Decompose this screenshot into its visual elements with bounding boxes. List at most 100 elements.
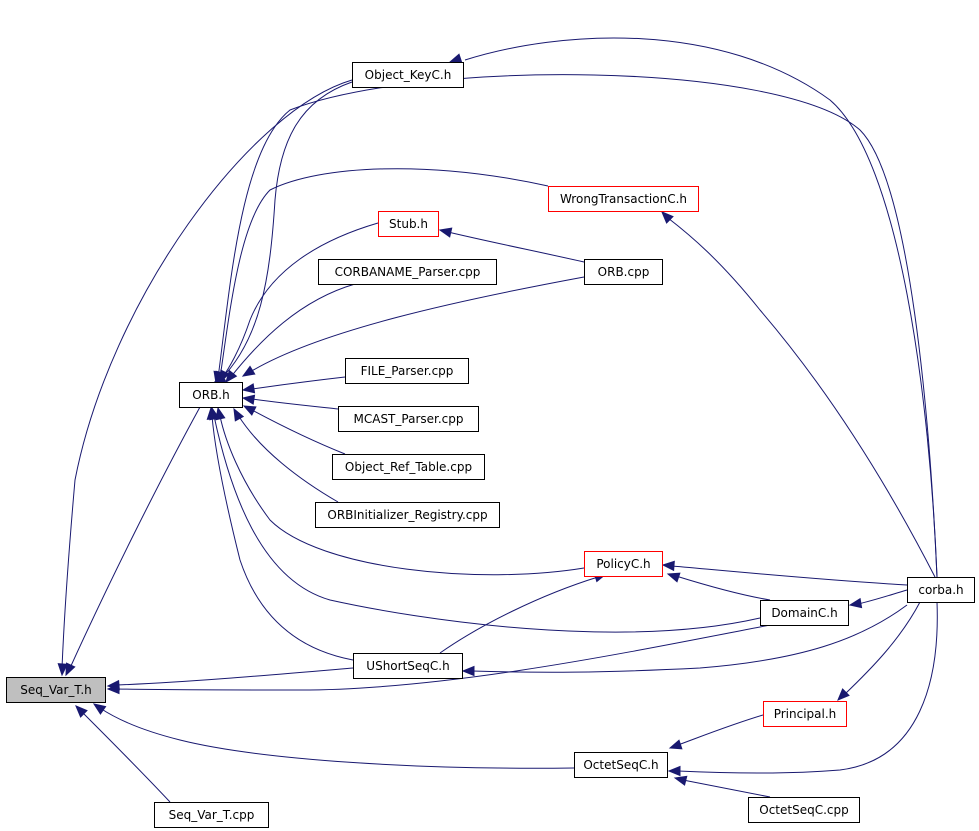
arrowhead <box>461 665 475 677</box>
edge-line <box>211 415 354 661</box>
arrowhead <box>667 765 681 777</box>
node-box <box>352 62 464 88</box>
node-seq-var-t-cpp[interactable]: Seq_Var_T.cpp <box>154 802 269 828</box>
edge-corba_h-to-principal_h <box>837 601 921 701</box>
node-box <box>760 600 849 626</box>
edge-ushortseqc_h-to-seq_var_t_h <box>106 667 354 691</box>
edge-seq_var_t_cpp-to-seq_var_t_h <box>75 705 171 803</box>
arrowhead <box>75 705 88 718</box>
node-box <box>332 454 485 480</box>
edge-line <box>249 276 585 373</box>
node-label: FILE_Parser.cpp <box>361 364 454 378</box>
arrowhead <box>668 739 683 750</box>
edge-line <box>675 575 771 601</box>
node-box <box>378 211 439 237</box>
arrowhead <box>241 394 256 405</box>
node-seq-var-t-h[interactable]: Seq_Var_T.h <box>6 677 106 703</box>
edge-stub_h-to-orb_h <box>219 222 379 384</box>
node-corbaname-parser-cpp[interactable]: CORBANAME_Parser.cpp <box>318 259 497 285</box>
edge-line <box>81 711 171 803</box>
node-file-parser-cpp[interactable]: FILE_Parser.cpp <box>345 358 469 384</box>
edges-layer <box>57 37 938 803</box>
arrowhead <box>673 775 688 786</box>
node-orb-h[interactable]: ORB.h <box>179 382 243 408</box>
node-label: Seq_Var_T.h <box>20 683 92 697</box>
arrowhead <box>241 383 256 394</box>
node-corba-h[interactable]: corba.h <box>907 577 975 603</box>
node-box <box>353 653 463 679</box>
edge-corba_h-to-ushortseqc_h <box>461 604 908 677</box>
node-box <box>315 502 500 528</box>
edge-line <box>251 409 346 455</box>
arrowhead <box>106 683 120 695</box>
edge-corba_h-to-policyc_h <box>661 560 908 586</box>
edge-line <box>667 217 936 578</box>
edge-line <box>219 415 585 576</box>
node-orb-cpp[interactable]: ORB.cpp <box>584 259 663 285</box>
arrowhead <box>225 369 238 384</box>
node-principal-h[interactable]: Principal.h <box>763 701 847 727</box>
edge-line <box>99 707 575 769</box>
node-label: OctetSeqC.cpp <box>759 803 848 817</box>
arrowhead <box>661 560 675 572</box>
edge-file_parser_cpp-to-orb_h <box>241 376 346 394</box>
node-box <box>748 797 860 823</box>
node-label: corba.h <box>918 583 963 597</box>
node-label: PolicyC.h <box>596 557 650 571</box>
node-box <box>763 701 847 727</box>
node-box <box>584 259 663 285</box>
node-octetseqc-h[interactable]: OctetSeqC.h <box>574 752 668 778</box>
node-ushortseqc-h[interactable]: UShortSeqC.h <box>353 653 463 679</box>
edge-line <box>677 714 764 746</box>
edge-corba_h-to-object_keyc_h <box>448 37 938 578</box>
node-label: Object_Ref_Table.cpp <box>345 460 472 474</box>
edge-line <box>464 37 938 578</box>
edge-line <box>844 601 921 695</box>
edge-orb_cpp-to-orb_h <box>241 276 585 377</box>
edge-line <box>251 376 346 390</box>
node-box <box>548 186 699 212</box>
node-policyc-h[interactable]: PolicyC.h <box>584 551 663 577</box>
edge-domainc_h-to-policyc_h <box>666 572 771 601</box>
node-wrongtransactionc-h[interactable]: WrongTransactionC.h <box>548 186 699 212</box>
node-label: WrongTransactionC.h <box>560 192 687 206</box>
node-box <box>179 382 243 408</box>
edge-line <box>857 589 908 605</box>
node-box <box>574 752 668 778</box>
edge-line <box>229 283 356 379</box>
node-octetseqc-cpp[interactable]: OctetSeqC.cpp <box>748 797 860 823</box>
edge-line <box>61 79 353 669</box>
edge-line <box>213 415 761 633</box>
node-label: ORBInitializer_Registry.cpp <box>327 508 487 522</box>
edge-line <box>69 406 201 669</box>
edge-line <box>219 81 353 381</box>
node-label: Stub.h <box>389 217 428 231</box>
node-orbinitializer-registry-cpp[interactable]: ORBInitializer_Registry.cpp <box>315 502 500 528</box>
arrowhead <box>206 406 218 420</box>
edge-corba_h-to-domainc_h <box>848 589 908 609</box>
node-box <box>345 358 469 384</box>
edge-corbaname_parser_cpp-to-orb_h <box>225 283 356 384</box>
node-object-keyc-h[interactable]: Object_KeyC.h <box>352 62 464 88</box>
arrowhead <box>448 53 463 64</box>
arrowhead <box>666 572 681 583</box>
edge-line <box>471 604 908 673</box>
edge-object_keyc_h-to-seq_var_t_h <box>57 79 353 677</box>
arrowhead <box>219 369 230 384</box>
node-domainc-h[interactable]: DomainC.h <box>760 600 849 626</box>
edge-domainc_h-to-seq_var_t_h <box>106 624 771 695</box>
node-mcast-parser-cpp[interactable]: MCAST_Parser.cpp <box>338 406 479 432</box>
edge-orb_cpp-to-stub_h <box>438 227 585 263</box>
node-box <box>318 259 497 285</box>
node-label: Principal.h <box>774 707 837 721</box>
edge-line <box>116 667 354 686</box>
arrowhead <box>92 703 107 715</box>
arrowhead <box>837 688 850 701</box>
arrowhead <box>241 365 256 377</box>
edge-line <box>439 576 599 654</box>
node-stub-h[interactable]: Stub.h <box>378 211 439 237</box>
node-object-ref-table-cpp[interactable]: Object_Ref_Table.cpp <box>332 454 485 480</box>
edge-corba_h-to-wrongtransactionc_h <box>661 211 936 578</box>
node-label: ORB.h <box>192 388 229 402</box>
